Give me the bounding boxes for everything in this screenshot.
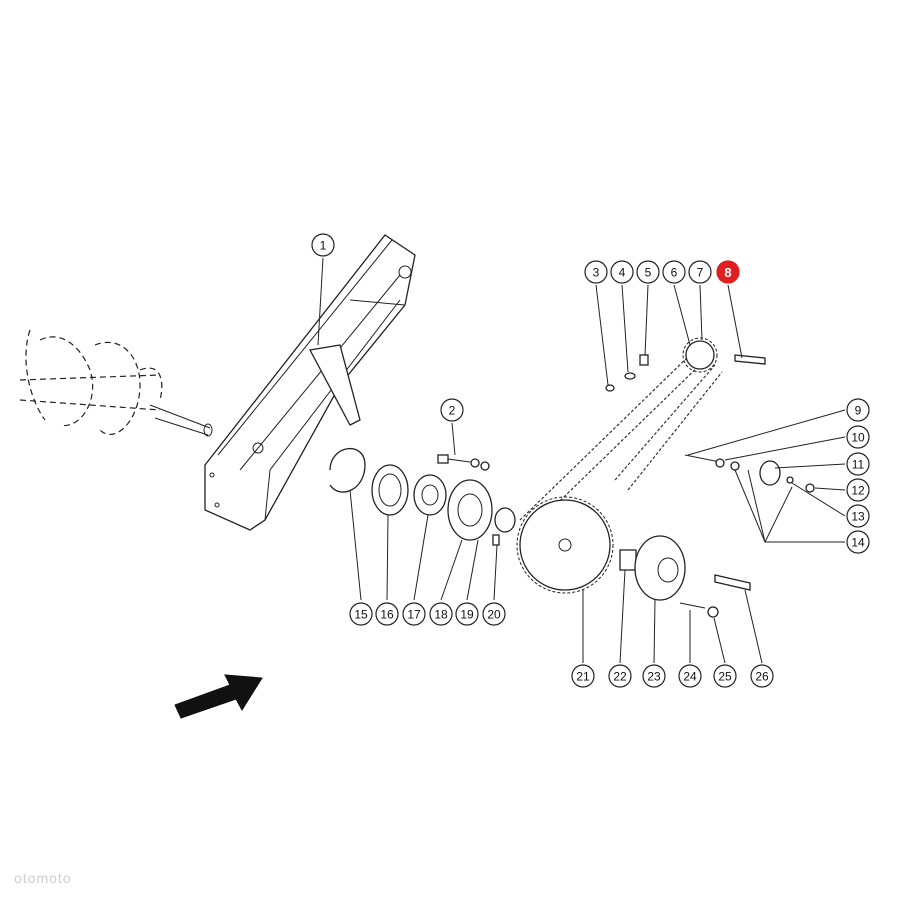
callout-17: 17 bbox=[402, 602, 426, 626]
housing-plate bbox=[204, 234, 416, 531]
callout-circle bbox=[571, 664, 595, 688]
callout-label: 17 bbox=[407, 608, 421, 622]
callout-circle bbox=[610, 260, 634, 284]
callout-label: 13 bbox=[851, 510, 865, 524]
callout-circle bbox=[402, 602, 426, 626]
callout-circle bbox=[750, 664, 774, 688]
callout-4: 4 bbox=[610, 260, 634, 284]
callout-label: 22 bbox=[613, 670, 627, 684]
callout-16: 16 bbox=[375, 602, 399, 626]
callout-20: 20 bbox=[482, 602, 506, 626]
callout-circle bbox=[584, 260, 608, 284]
callout-label: 5 bbox=[645, 266, 652, 280]
callout-7: 7 bbox=[688, 260, 712, 284]
callout-25: 25 bbox=[713, 664, 737, 688]
callout-circle bbox=[716, 260, 740, 284]
callout-label: 1 bbox=[320, 239, 327, 253]
callout-label: 9 bbox=[855, 404, 862, 418]
callout-circle bbox=[713, 664, 737, 688]
callout-label: 6 bbox=[671, 266, 678, 280]
callout-13: 13 bbox=[846, 504, 870, 528]
callout-label: 18 bbox=[434, 608, 448, 622]
auger-outline bbox=[19, 329, 213, 437]
callout-label: 10 bbox=[851, 431, 865, 445]
callout-circle bbox=[482, 602, 506, 626]
callout-label: 16 bbox=[380, 608, 394, 622]
callout-label: 7 bbox=[697, 266, 704, 280]
callout-22: 22 bbox=[608, 664, 632, 688]
callout-8: 8 bbox=[716, 260, 740, 284]
callout-5: 5 bbox=[636, 260, 660, 284]
direction-arrow bbox=[174, 674, 263, 719]
small-fasteners bbox=[605, 354, 766, 392]
callout-label: 11 bbox=[852, 458, 865, 472]
callout-circle bbox=[846, 478, 870, 502]
callout-2: 2 bbox=[440, 398, 464, 422]
hub-parts-22-26 bbox=[619, 535, 751, 618]
callout-circle bbox=[688, 260, 712, 284]
callout-circle bbox=[375, 602, 399, 626]
callout-label: 25 bbox=[718, 670, 732, 684]
callout-3: 3 bbox=[584, 260, 608, 284]
callout-circle bbox=[636, 260, 660, 284]
callout-11: 11 bbox=[846, 452, 870, 476]
callout-15: 15 bbox=[349, 602, 373, 626]
callout-label: 2 bbox=[449, 404, 456, 418]
callout-label: 21 bbox=[576, 670, 590, 684]
callout-label: 12 bbox=[851, 484, 865, 498]
callout-1: 1 bbox=[311, 233, 335, 257]
callout-12: 12 bbox=[846, 478, 870, 502]
leader-lines bbox=[317, 257, 846, 664]
callout-9: 9 bbox=[846, 398, 870, 422]
callout-circle bbox=[846, 398, 870, 422]
callout-21: 21 bbox=[571, 664, 595, 688]
callout-circle bbox=[429, 602, 453, 626]
callout-label: 4 bbox=[619, 266, 626, 280]
callout-circle bbox=[608, 664, 632, 688]
callout-label: 15 bbox=[354, 608, 368, 622]
callout-circle bbox=[311, 233, 335, 257]
callout-label: 14 bbox=[851, 536, 865, 550]
callout-10: 10 bbox=[846, 425, 870, 449]
callout-label: 26 bbox=[755, 670, 769, 684]
callout-circle bbox=[846, 452, 870, 476]
callout-19: 19 bbox=[455, 602, 479, 626]
callout-circle bbox=[642, 664, 666, 688]
callout-circle bbox=[662, 260, 686, 284]
callout-26: 26 bbox=[750, 664, 774, 688]
callout-circle bbox=[846, 425, 870, 449]
chain-drive bbox=[516, 337, 723, 594]
callout-23: 23 bbox=[642, 664, 666, 688]
callout-14: 14 bbox=[846, 530, 870, 554]
shaft-parts-9-14 bbox=[684, 454, 815, 493]
callout-circle bbox=[846, 504, 870, 528]
callout-circle bbox=[349, 602, 373, 626]
callout-label: 8 bbox=[724, 265, 731, 280]
callout-circle bbox=[440, 398, 464, 422]
callout-circle bbox=[846, 530, 870, 554]
callout-24: 24 bbox=[678, 664, 702, 688]
callout-label: 19 bbox=[460, 608, 474, 622]
callout-6: 6 bbox=[662, 260, 686, 284]
callout-18: 18 bbox=[429, 602, 453, 626]
callout-label: 3 bbox=[593, 266, 600, 280]
bearing-stack bbox=[329, 448, 516, 546]
callout-label: 24 bbox=[683, 670, 697, 684]
callout-circle bbox=[678, 664, 702, 688]
bolt-and-washers bbox=[437, 454, 490, 471]
watermark-text: otomoto bbox=[14, 870, 72, 886]
callout-label: 23 bbox=[647, 670, 661, 684]
callout-label: 20 bbox=[487, 608, 501, 622]
callout-circle bbox=[455, 602, 479, 626]
